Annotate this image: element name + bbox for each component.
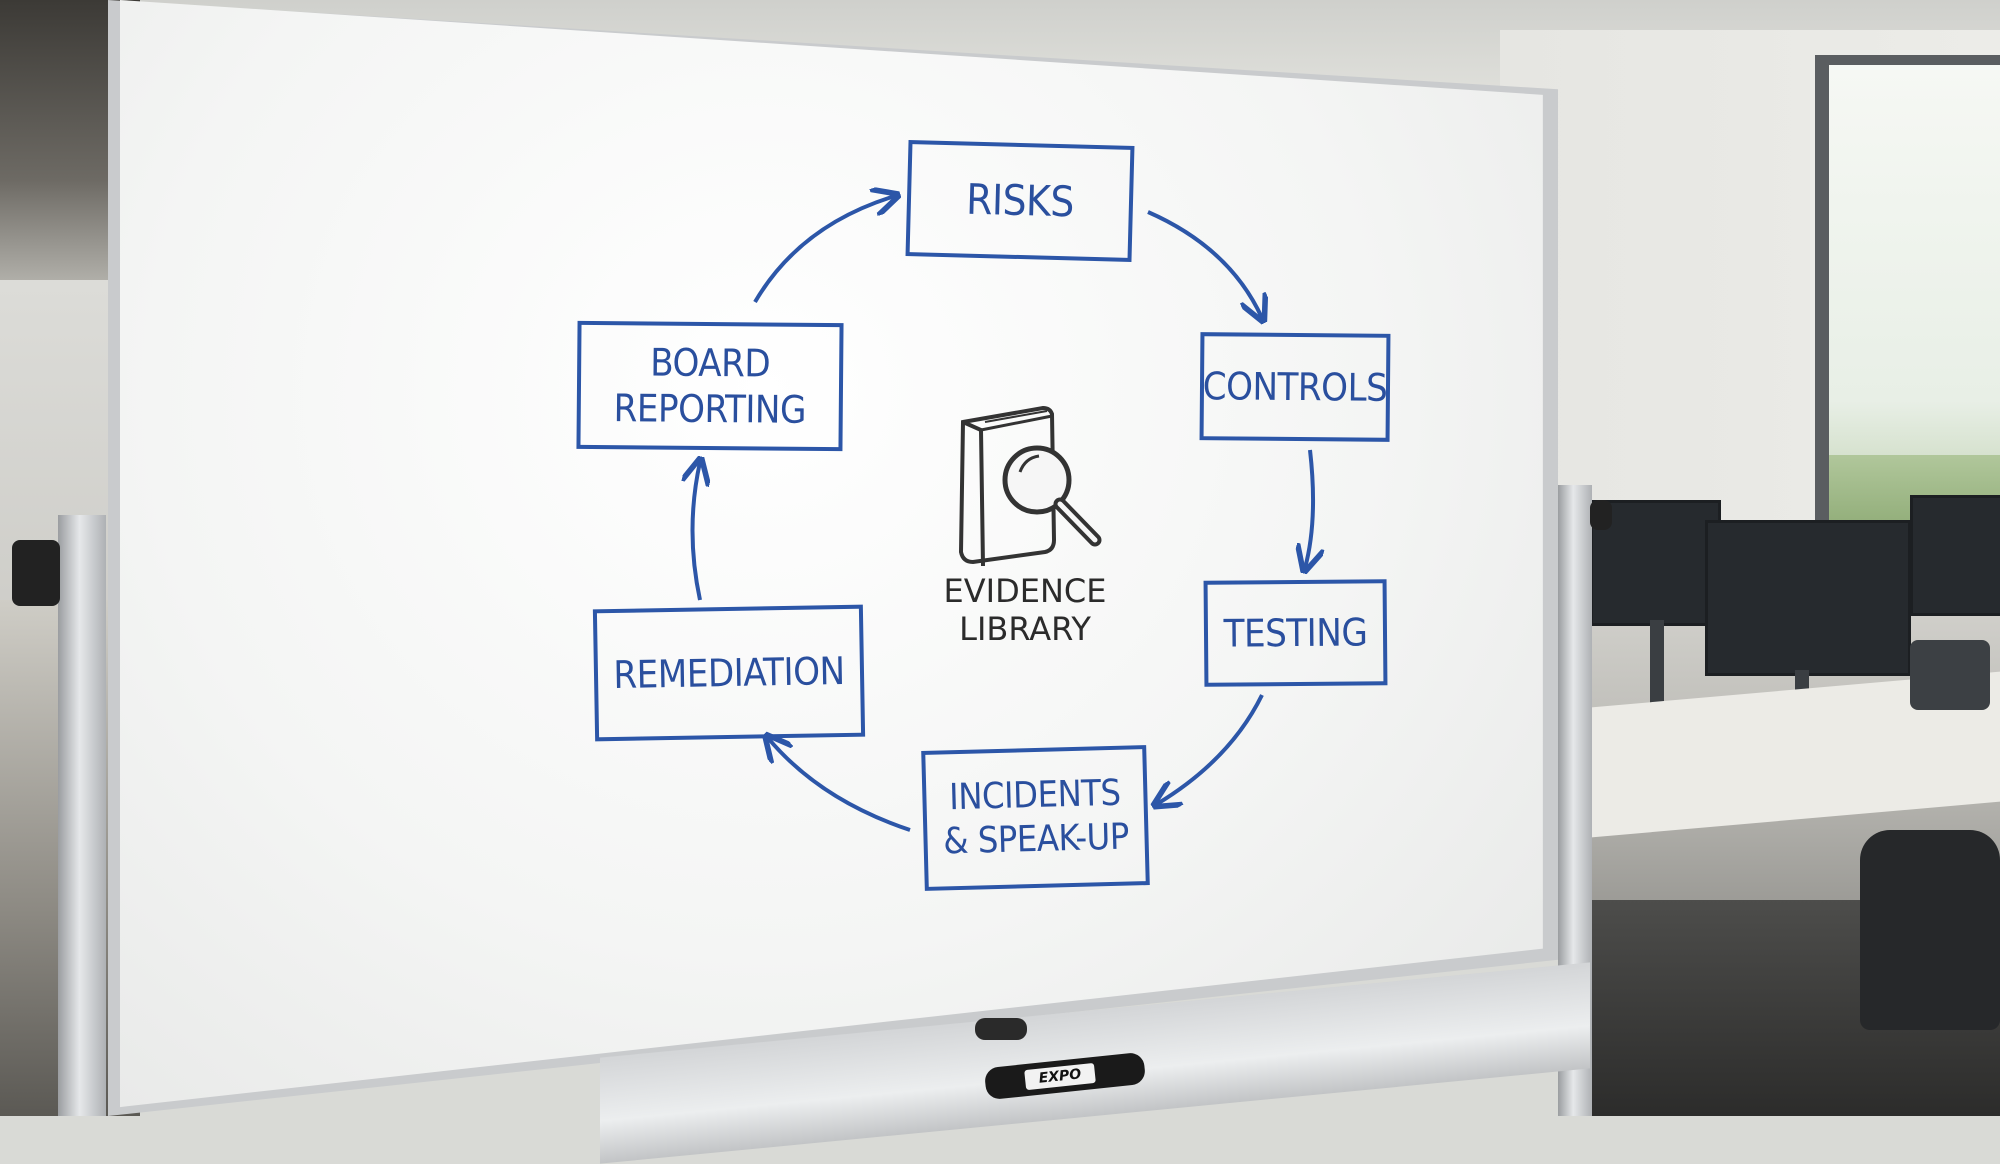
node-incidents: INCIDENTS & SPEAK-UP bbox=[921, 745, 1150, 891]
stand-knob-left bbox=[12, 540, 60, 606]
node-board-reporting: BOARD REPORTING bbox=[576, 320, 844, 452]
evidence-library-label: EVIDENCE LIBRARY bbox=[943, 572, 1107, 648]
desk-phone bbox=[1910, 640, 1990, 710]
marker-brand: EXPO bbox=[1024, 1062, 1096, 1091]
node-testing: TESTING bbox=[1203, 579, 1388, 687]
book-magnifier-icon bbox=[958, 405, 1102, 567]
monitor bbox=[1910, 495, 2000, 616]
stand-knob-right bbox=[1590, 500, 1612, 530]
arrow-risks-to-controls bbox=[1147, 210, 1262, 318]
node-risks-label: RISKS bbox=[965, 174, 1075, 227]
node-controls: CONTROLS bbox=[1199, 332, 1391, 442]
eraser bbox=[975, 1018, 1027, 1040]
arrow-incidents-to-remediation bbox=[768, 738, 911, 832]
node-remediation-label: REMEDIATION bbox=[613, 648, 845, 698]
node-board-reporting-label: BOARD REPORTING bbox=[613, 340, 807, 432]
monitor-stand bbox=[1650, 620, 1664, 710]
node-remediation: REMEDIATION bbox=[592, 604, 866, 742]
office-chair bbox=[1860, 830, 2000, 1030]
node-incidents-label: INCIDENTS & SPEAK-UP bbox=[942, 772, 1130, 863]
arrow-testing-to-incidents bbox=[1157, 694, 1264, 804]
arrow-controls-to-testing bbox=[1305, 449, 1313, 568]
stand-post-left bbox=[58, 515, 106, 1116]
node-risks: RISKS bbox=[905, 140, 1135, 262]
node-controls-label: CONTROLS bbox=[1202, 364, 1388, 410]
arrow-remediation-to-board bbox=[693, 462, 701, 601]
node-testing-label: TESTING bbox=[1223, 610, 1368, 656]
cycle-diagram: RISKS CONTROLS TESTING INCIDENTS & SPEAK… bbox=[0, 0, 2000, 891]
monitor bbox=[1705, 520, 1911, 676]
arrow-board-to-risks bbox=[753, 196, 895, 304]
cycle-arrows bbox=[0, 0, 2000, 832]
